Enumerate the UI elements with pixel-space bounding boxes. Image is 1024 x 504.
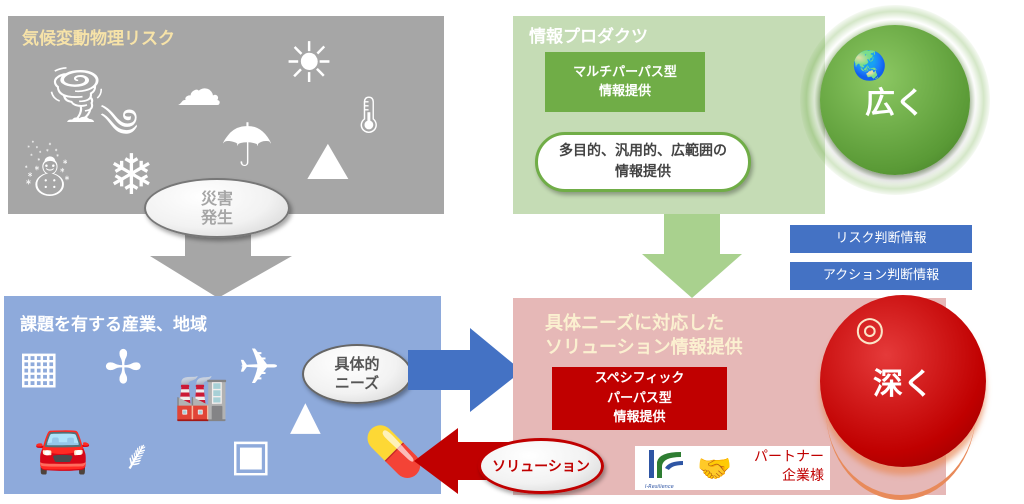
umbrella-icon: ☂ [220,111,274,181]
car-icon: 🚘 [34,422,92,476]
specific-purpose-box: スペシフィック パーパス型 情報提供 [552,367,727,430]
climate-risk-panel: 気候変動物理リスク 🌪 ༄ ☁ ☀ 🌡 ☂ ⛰ ☃ ❄ [8,16,444,214]
handshake-icon: 🤝 [697,452,732,485]
snowman-icon: ☃ [20,141,74,211]
green-down-arrow [642,214,742,298]
tornado-icon: 🌪 [42,63,111,126]
wind-icon: ༄ [100,101,139,147]
wide-label: 広く [865,86,925,121]
wind-turbine-icon: ✢ [104,340,143,394]
factory-icon: 🏭 [174,372,229,423]
thermometer-icon: 🌡 [346,95,392,136]
needs-callout: 具体的 ニーズ [302,344,412,404]
solar-panel-icon: ▦ [18,342,60,393]
wheat-icon: ⸙ [122,433,152,479]
logo-text: I-Resilience [645,484,674,490]
general-info-box: 多目的、汎用的、広範囲の 情報提供 [535,132,751,192]
deep-label: 深く [873,367,933,402]
blue-right-arrow [408,328,522,412]
target-icon: ◎ [855,309,885,349]
solution-callout: ソリューション [478,438,604,494]
deep-rings [826,320,976,500]
i-resilience-logo: I-Resilience [645,448,690,490]
sun-icon: ☀ [284,31,335,96]
globe-icon: 🌏 [852,49,887,82]
wide-circle: 広く [820,25,970,175]
industries-panel: 課題を有する産業、地域 ▦ ✢ 🏭 ✈ ▲ 🚘 ⸙ ▣ 💊 [4,296,441,494]
climate-risk-title: 気候変動物理リスク [22,29,175,49]
landslide-icon: ⛰ [306,132,350,192]
deep-circle: 深く [820,295,986,467]
traffic-cone-icon: ▲ [290,393,321,439]
risk-judgment-label: リスク判断情報 [790,225,972,253]
airplane-icon: ✈ [238,338,280,396]
disaster-callout: 災害 発生 [144,178,290,238]
medicine-icon: 💊 [364,424,424,480]
industries-title: 課題を有する産業、地域 [20,315,207,335]
solutions-title: 具体ニーズに対応した ソリューション情報提供 [545,313,743,359]
partner-label: パートナー 企業様 [754,449,824,484]
partner-box: I-Resilience 🤝 パートナー 企業様 [635,446,830,490]
snowflake-icon: ❄ [108,143,155,208]
action-judgment-label: アクション判断情報 [790,262,972,290]
chip-icon: ▣ [230,430,272,481]
multi-purpose-box: マルチパーパス型 情報提供 [545,52,705,112]
thunderstorm-icon: ☁ [176,62,222,116]
info-products-title: 情報プロダクツ [529,27,648,47]
